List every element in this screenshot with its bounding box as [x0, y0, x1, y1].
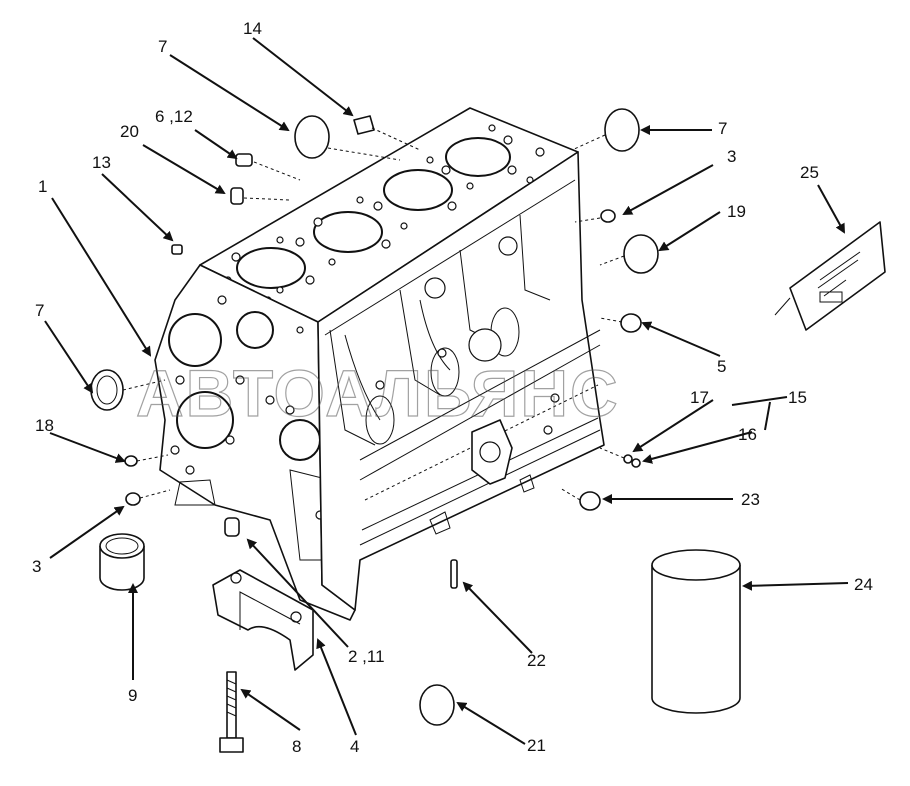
fitting-15-16-17	[623, 454, 641, 468]
callout-7-left: 7	[35, 301, 44, 320]
plug-6-12	[235, 153, 253, 167]
cylinder-bore-2	[313, 211, 383, 253]
cylinder-sleeve-24	[651, 549, 741, 714]
callout-1: 1	[38, 177, 47, 196]
callout-labels: 1 2 ,11 3 3 4 5 6 ,12 7 7 7 8 9 13 14 15…	[32, 19, 873, 756]
callout-2-11: 2 ,11	[348, 647, 385, 666]
callout-22: 22	[527, 651, 546, 670]
expansion-plug-top-right	[604, 108, 640, 152]
callout-20: 20	[120, 122, 139, 141]
nameplate-tag-25	[774, 221, 886, 331]
cylinder-block	[154, 107, 605, 621]
callout-17: 17	[690, 388, 709, 407]
block-side-face	[317, 151, 605, 611]
callout-21: 21	[527, 736, 546, 755]
callout-16: 16	[738, 425, 757, 444]
callout-5: 5	[717, 357, 726, 376]
plug-23	[579, 491, 601, 511]
callout-7-top-right: 7	[718, 119, 727, 138]
main-bearing-cap-4	[212, 569, 314, 671]
camshaft-bushing-9	[99, 533, 145, 591]
expansion-plug-19	[623, 234, 659, 274]
cylinder-bore-4	[445, 137, 511, 177]
dowel-20	[230, 187, 244, 205]
callout-9: 9	[128, 686, 137, 705]
callout-3-upper: 3	[727, 147, 736, 166]
plug-5	[620, 313, 642, 333]
pin-22	[450, 559, 458, 589]
dowel-18	[124, 455, 138, 467]
cylinder-bore-3	[383, 169, 453, 211]
callout-13: 13	[92, 153, 111, 172]
callout-14: 14	[243, 19, 262, 38]
callout-18: 18	[35, 416, 54, 435]
callout-3-lower: 3	[32, 557, 41, 576]
expansion-plug-21	[419, 684, 455, 726]
callout-25: 25	[800, 163, 819, 182]
expansion-plug-front-left	[90, 369, 124, 411]
callout-23: 23	[741, 490, 760, 509]
front-accessory-bore	[236, 311, 274, 349]
expansion-plug-top-left	[294, 115, 330, 159]
plug-3-lower	[125, 492, 141, 506]
callout-15: 15	[788, 388, 807, 407]
cylinder-bore-1	[236, 247, 306, 289]
callout-7-top-left: 7	[158, 37, 167, 56]
dowel-13	[171, 244, 183, 255]
callout-24: 24	[854, 575, 873, 594]
leader-arrows	[44, 37, 849, 745]
main-bearing-cap-bolt-8	[219, 671, 244, 753]
callout-19: 19	[727, 202, 746, 221]
front-crank-bore	[176, 391, 234, 449]
watermark-text: АВТОАЛЬЯНС	[136, 356, 620, 430]
dowel-2-11	[224, 517, 240, 537]
callout-6-12: 6 ,12	[155, 107, 193, 126]
callout-8: 8	[292, 737, 301, 756]
pipe-plug-14	[353, 115, 375, 135]
front-camshaft-bore	[168, 313, 222, 367]
callout-4: 4	[350, 737, 359, 756]
plug-3-upper	[600, 209, 616, 223]
